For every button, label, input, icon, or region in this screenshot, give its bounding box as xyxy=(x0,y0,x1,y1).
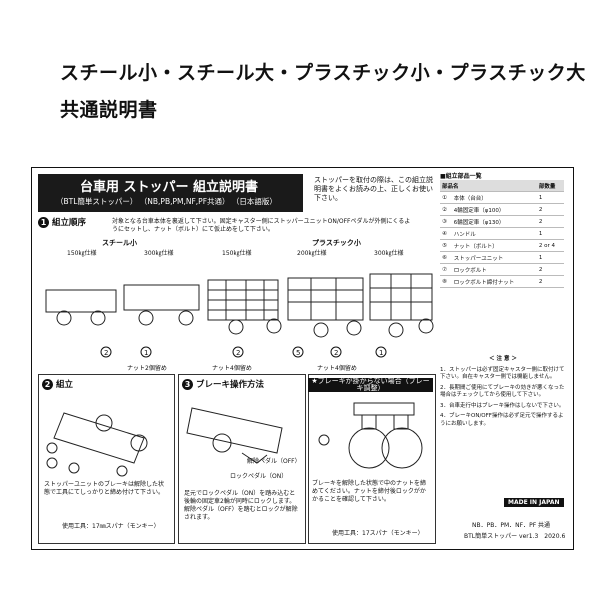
section-1-number: 1 xyxy=(38,216,49,228)
part-qty: 1 xyxy=(536,251,564,264)
svg-text:2: 2 xyxy=(236,349,240,357)
section-3-text: 足元でロックペダル（ON）を踏み込むと後輪の固定車2輪が同時にロックします。解除… xyxy=(184,490,298,521)
section-2-illustration xyxy=(46,412,148,477)
section-4-illustration xyxy=(318,402,423,469)
parts-col-qty: 部数量 xyxy=(536,180,564,192)
note-item: 4．ブレーキON/OFF操作は必ず足元で操作するようにお願いします。 xyxy=(440,413,564,427)
section-2-label: 組立 xyxy=(56,380,74,390)
part-qty: 2 xyxy=(536,263,564,276)
note-item: 2．長期間ご使用にてブレーキの効きが悪くなった場合はチェックしてから使用して下さ… xyxy=(440,384,565,399)
section-4-text: ブレーキを解除した状態で中のナットを締めてください。ナットを締付後ロックがかかる… xyxy=(312,480,427,503)
part-name: 6輪固定車（φ130） xyxy=(451,215,537,228)
spec-300-b: 300㎏仕様 xyxy=(374,250,404,257)
part-qty: 2 or 4 xyxy=(536,239,564,252)
part-name: ハンドル xyxy=(451,227,537,240)
footer-version: BTL簡単ストッパー ver1.3 2020.6 xyxy=(464,533,566,540)
instruction-sheet: 台車用 ストッパー 組立説明書 （BTL簡単ストッパー） （NB,PB,PM,N… xyxy=(31,167,574,550)
nut-4-label-a: ナット4個留め xyxy=(212,365,252,372)
part-qty: 1 xyxy=(536,227,564,240)
sheet-header-title: 台車用 ストッパー 組立説明書 xyxy=(80,180,259,195)
part-qty: 1 xyxy=(536,191,564,204)
section-3-box xyxy=(178,374,306,544)
part-no: ③ xyxy=(440,215,452,228)
document-subtitle: 共通説明書 xyxy=(60,99,158,121)
part-name: ロックボルト xyxy=(451,263,537,276)
section-1-title: 1 組立順序 xyxy=(38,216,86,228)
spec-150-a: 150㎏仕様 xyxy=(67,250,97,257)
section-3-label: ブレーキ操作方法 xyxy=(196,380,265,390)
note-item: 1．ストッパーは必ず固定キャスター側に取付けて下さい。自在キャスター側では機能し… xyxy=(440,366,565,381)
section-3-number: 3 xyxy=(182,378,193,390)
section-2-tool: 使用工具：17㎜スパナ（モンキー） xyxy=(62,523,160,530)
part-no: ⑤ xyxy=(440,239,452,252)
section-4-box xyxy=(308,374,436,544)
plastic-small-label: プラスチック小 xyxy=(312,239,361,247)
section-3-title: 3 ブレーキ操作方法 xyxy=(182,378,264,390)
notes-panel: ＜ 注 意 ＞ 1．ストッパーは必ず固定キャスター側に取付けて下さい。自在キャス… xyxy=(440,356,566,428)
section-2-title: 2 組立 xyxy=(42,378,73,390)
assembly-order-illustration: 2 1 2 5 2 1 xyxy=(45,273,434,358)
nut-4-label-b: ナット4個留め xyxy=(317,365,357,372)
spec-200: 200㎏仕様 xyxy=(297,250,327,257)
section-4-tool: 使用工具：17スパナ（モンキー） xyxy=(332,530,424,537)
footer-models: NB．PB．PM．NF．PF 共通 xyxy=(472,522,551,529)
document-title: スチール小・スチール大・プラスチック小・プラスチック大 xyxy=(60,62,586,84)
section-1-note: 対象となる台車本体を裏返して下さい。固定キャスター側にストッパーユニットON/O… xyxy=(112,218,411,233)
part-no: ② xyxy=(440,203,452,216)
part-no: ⑥ xyxy=(440,251,452,264)
parts-table-header: 部品名 部数量 xyxy=(440,180,564,192)
svg-text:2: 2 xyxy=(334,349,338,357)
svg-text:1: 1 xyxy=(144,349,148,357)
part-name: 本体（台台） xyxy=(451,191,537,204)
section-2-text: ストッパーユニットのブレーキは解除した状態で工具にてしっかりと締め付けて下さい。 xyxy=(44,481,165,496)
sheet-header: 台車用 ストッパー 組立説明書 （BTL簡単ストッパー） （NB,PB,PM,N… xyxy=(38,174,303,212)
part-qty: 2 xyxy=(536,275,564,288)
part-qty: 2 xyxy=(536,215,564,228)
spec-300-a: 300㎏仕様 xyxy=(144,250,174,257)
steel-small-label: スチール小 xyxy=(102,239,137,247)
notes-heading: ＜ 注 意 ＞ xyxy=(489,356,517,362)
section-3-illustration xyxy=(186,407,283,464)
parts-table-heading: ■組立部品一覧 xyxy=(440,173,482,180)
part-no: ④ xyxy=(440,227,452,240)
release-pedal-label: 解除ペダル（OFF） xyxy=(247,458,301,465)
parts-col-name: 部品名 xyxy=(440,180,537,192)
svg-text:2: 2 xyxy=(104,349,108,357)
part-name: ナット（ボルト） xyxy=(451,239,537,252)
made-in-badge: MADE IN JAPAN xyxy=(504,498,564,507)
part-name: 4輪固定車（φ100） xyxy=(451,203,537,216)
part-qty: 2 xyxy=(536,203,564,216)
note-item: 3．台車走行中はブレーキ操作はしないで下さい。 xyxy=(440,402,565,409)
section-2-number: 2 xyxy=(42,378,53,390)
spec-150-b: 150㎏仕様 xyxy=(222,250,252,257)
lock-pedal-label: ロックペダル（ON） xyxy=(230,473,288,480)
part-name: ストッパーユニット xyxy=(451,251,537,264)
svg-text:1: 1 xyxy=(379,349,383,357)
nut-2-label: ナット2個留め xyxy=(127,365,167,372)
part-no: ⑧ xyxy=(440,275,452,288)
part-no: ① xyxy=(440,191,452,204)
svg-text:5: 5 xyxy=(296,349,300,357)
sheet-header-subtitle: （BTL簡単ストッパー） （NB,PB,PM,NF,PF共通） （日本語版） xyxy=(56,197,277,206)
section-1-label: 組立順序 xyxy=(52,218,87,228)
section-2-box xyxy=(38,374,175,544)
intro-text: ストッパーを取付の際は、この組立説明書をよくお読みの上、正しくお使い下さい。 xyxy=(314,176,433,202)
section-4-title: ★ブレーキが掛からない場合（ブレーキ調整） xyxy=(308,378,433,392)
part-no: ⑦ xyxy=(440,263,452,276)
part-name: ロックボルト締付ナット xyxy=(451,275,537,288)
